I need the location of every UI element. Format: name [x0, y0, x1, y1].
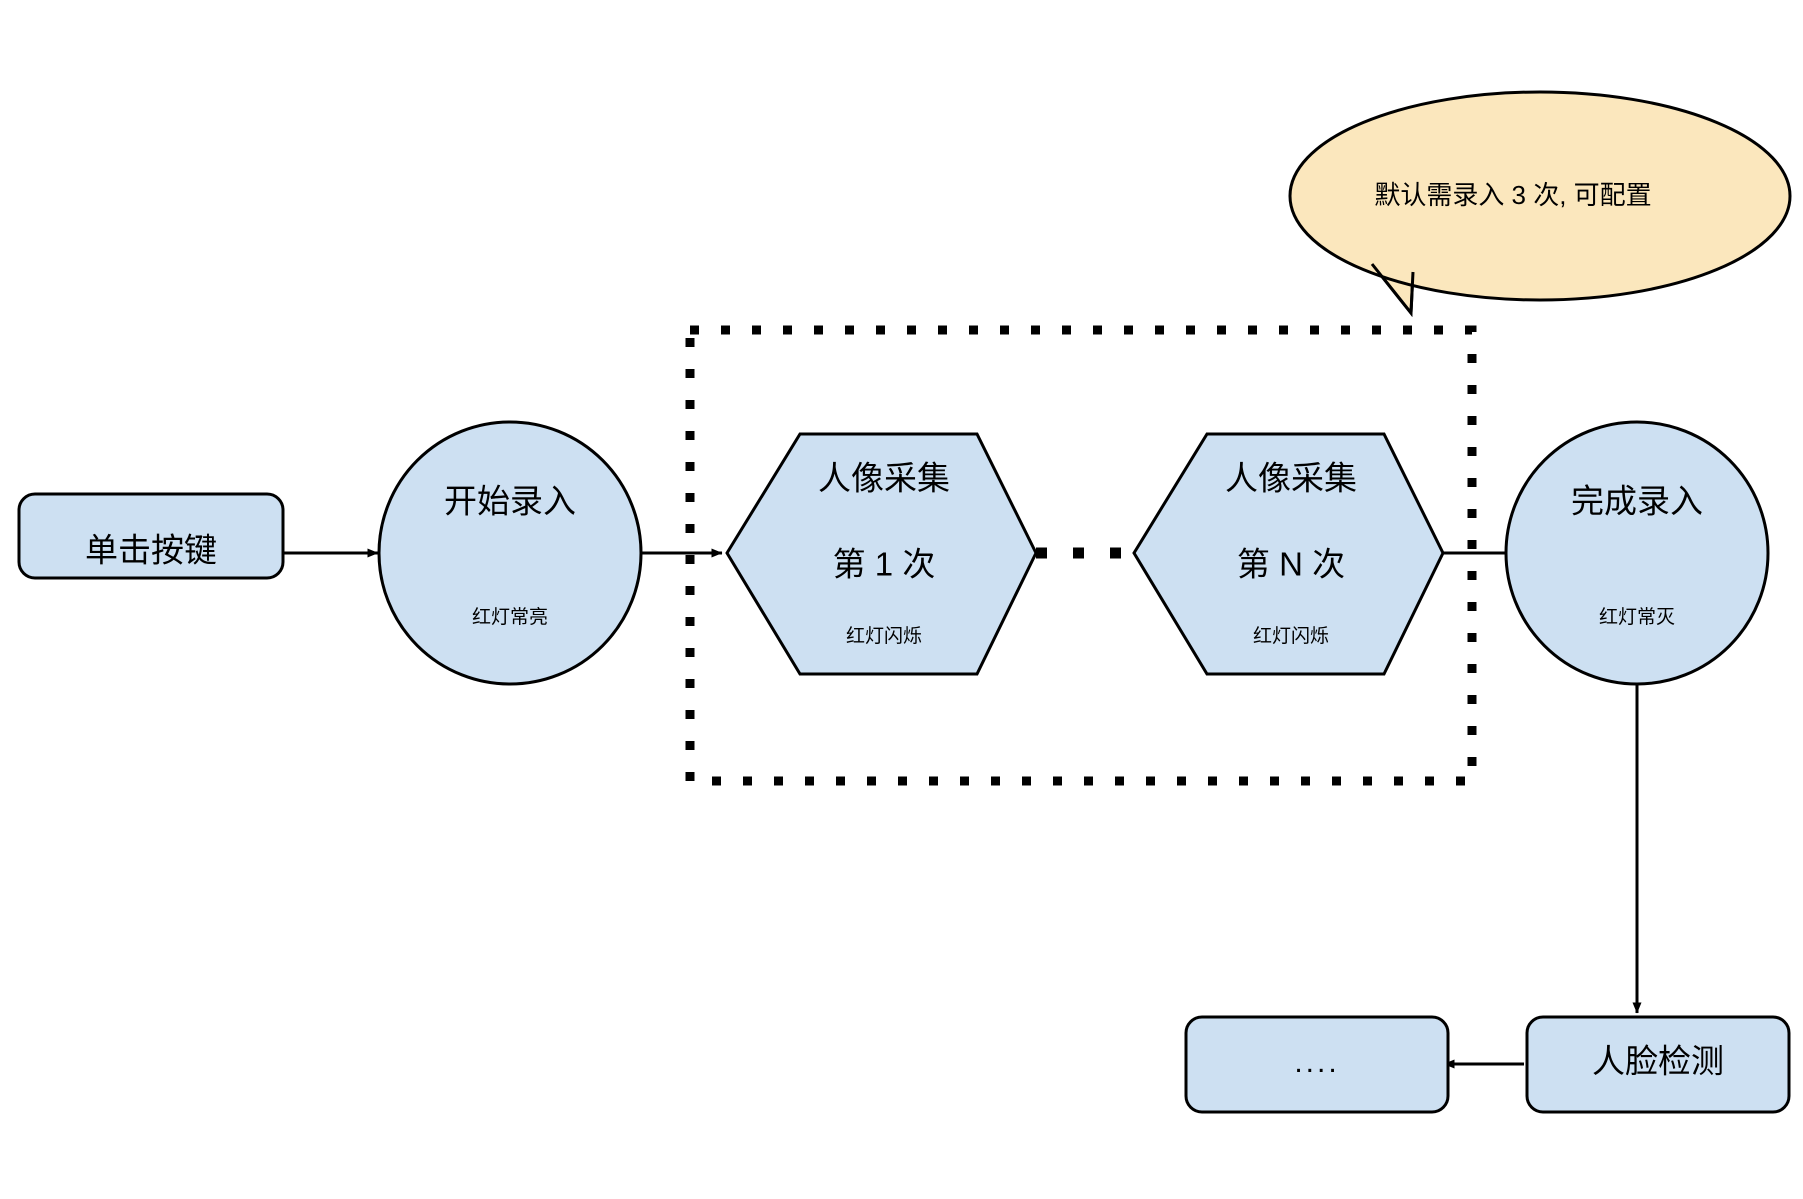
click-button-label: 单击按键	[85, 532, 217, 569]
capture-first-sublabel: 红灯闪烁	[846, 625, 922, 647]
more-steps-label: ....	[1294, 1046, 1339, 1079]
face-detect-label: 人脸检测	[1592, 1043, 1724, 1080]
start-enroll-sublabel: 红灯常亮	[472, 606, 548, 628]
node-finish-enroll[interactable]: 完成录入 红灯常灭	[1504, 420, 1770, 686]
face-detect-shape[interactable]	[1525, 1015, 1791, 1114]
node-capture-nth[interactable]: 人像采集 第 N 次 红灯闪烁	[1132, 432, 1445, 676]
finish-enroll-label: 完成录入	[1571, 483, 1703, 520]
node-face-detect[interactable]: 人脸检测	[1525, 1015, 1791, 1114]
callout-tail-outline	[1370, 263, 1415, 318]
node-click-button[interactable]: 单击按键	[17, 492, 285, 580]
capture-first-shape[interactable]	[725, 432, 1038, 676]
capture-nth-label: 人像采集	[1225, 460, 1357, 497]
node-more-steps[interactable]: ....	[1184, 1015, 1450, 1114]
callout-label: 默认需录入 3 次, 可配置	[1374, 180, 1651, 210]
capture-nth-label2: 第 N 次	[1237, 546, 1345, 583]
callout-shape[interactable]	[1288, 90, 1792, 302]
click-button-shape[interactable]	[17, 492, 285, 580]
loop-group-border	[685, 325, 1477, 786]
capture-nth-shape[interactable]	[1132, 432, 1445, 676]
callout-bubble[interactable]: 默认需录入 3 次, 可配置	[1288, 90, 1792, 318]
finish-enroll-shape[interactable]	[1504, 420, 1770, 686]
finish-enroll-sublabel: 红灯常灭	[1599, 606, 1675, 628]
capture-nth-sublabel: 红灯闪烁	[1253, 625, 1329, 647]
node-start-enroll[interactable]: 开始录入 红灯常亮	[377, 420, 643, 686]
capture-first-label: 人像采集	[818, 460, 950, 497]
node-capture-first[interactable]: 人像采集 第 1 次 红灯闪烁	[725, 432, 1038, 676]
start-enroll-shape[interactable]	[377, 420, 643, 686]
start-enroll-label: 开始录入	[444, 483, 576, 520]
capture-first-label2: 第 1 次	[833, 546, 936, 583]
more-steps-shape[interactable]	[1184, 1015, 1450, 1114]
